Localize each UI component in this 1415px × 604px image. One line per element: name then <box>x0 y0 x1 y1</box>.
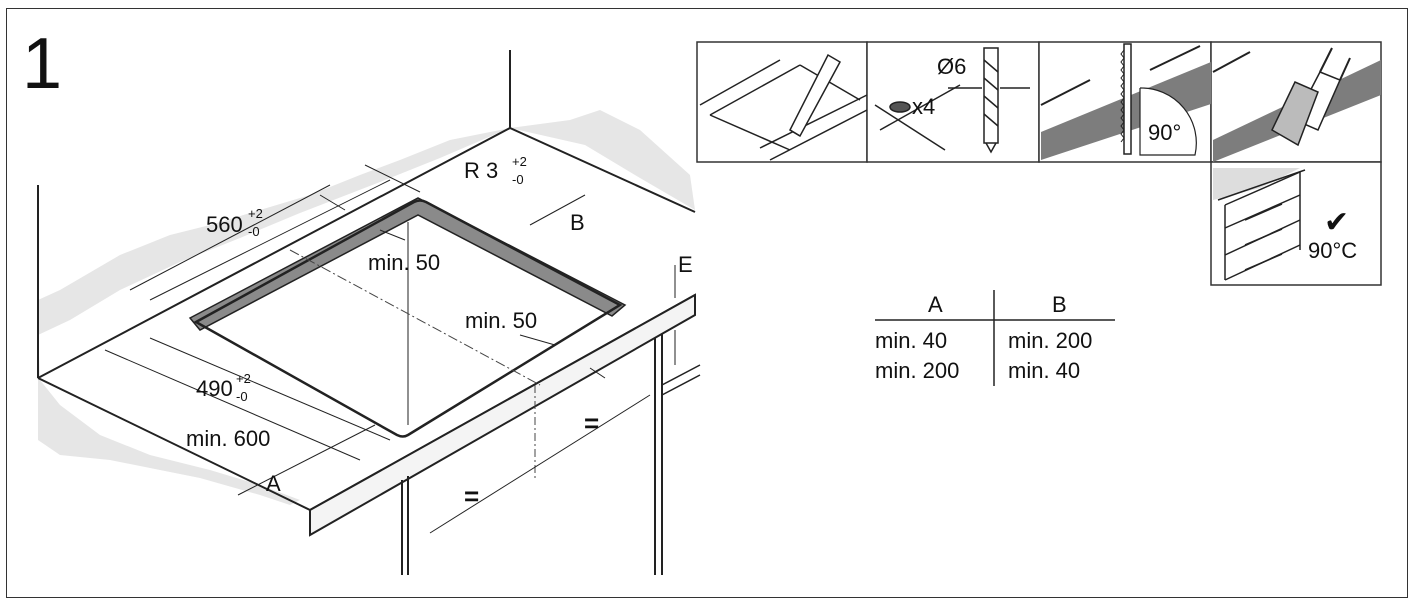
label-e: E <box>678 252 693 277</box>
cabinet-top-rail-2 <box>661 374 701 396</box>
saw-angle: 90° <box>1148 120 1181 145</box>
radius-tol-lower: -0 <box>512 172 524 187</box>
depth-label: 490 <box>196 376 233 401</box>
temperature-label: 90°C <box>1308 238 1357 263</box>
table-header-b: B <box>1052 292 1067 317</box>
worktop-back-edge <box>37 126 696 379</box>
table-cell: min. 200 <box>875 358 959 383</box>
drill-diameter: Ø6 <box>937 54 966 79</box>
floor-shadow <box>38 330 300 505</box>
min-600-label: min. 600 <box>186 426 270 451</box>
panel-mark <box>696 41 868 163</box>
cutout-rim <box>188 197 627 331</box>
clearance-table: A B min. 40 min. 200 min. 200 min. 40 <box>875 290 1115 386</box>
depth-tol-lower: -0 <box>236 389 248 404</box>
check-mark-icon: ✔ <box>1324 206 1349 239</box>
min-side-label: min. 50 <box>465 308 537 333</box>
center-line-diagonal <box>289 249 541 386</box>
figure-frame <box>6 8 1408 598</box>
table-cell: min. 40 <box>1008 358 1080 383</box>
min-back-label: min. 50 <box>368 250 440 275</box>
cabinet-heat-icon <box>1213 168 1306 281</box>
radius-tol-upper: +2 <box>512 154 527 169</box>
worktop-thickness <box>309 293 696 537</box>
worktop-drawing: R 3 +2 -0 560 +2 -0 490 +2 -0 min. 50 mi… <box>37 50 701 575</box>
radius-label: R 3 <box>464 158 498 183</box>
width-tol-upper: +2 <box>248 206 263 221</box>
equal-sign-1: = <box>584 408 599 438</box>
saw-icon <box>1040 43 1211 160</box>
hole-count: x4 <box>912 94 935 119</box>
wall-shadow <box>38 110 695 335</box>
equal-sign-2: = <box>464 481 479 511</box>
table-header-a: A <box>928 292 943 317</box>
cabinet-top-rail <box>661 364 701 386</box>
label-a: A <box>266 471 281 496</box>
cutout-outline <box>193 199 623 438</box>
width-label: 560 <box>206 212 243 237</box>
pencil-icon <box>699 53 868 161</box>
steps-panel: Ø6 x4 90° <box>696 41 1382 286</box>
table-cell: min. 40 <box>875 328 947 353</box>
table-cell: min. 200 <box>1008 328 1092 353</box>
brush-icon <box>1212 47 1381 162</box>
drill-icon <box>874 47 1030 154</box>
width-tol-lower: -0 <box>248 224 260 239</box>
step-number: 1 <box>22 24 62 104</box>
depth-tol-upper: +2 <box>236 371 251 386</box>
label-b: B <box>570 210 585 235</box>
dimension-lines <box>104 164 676 534</box>
